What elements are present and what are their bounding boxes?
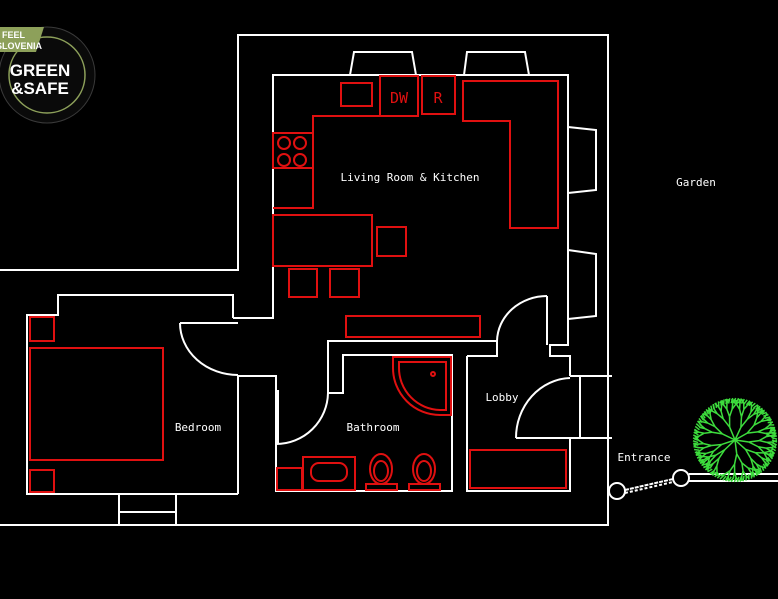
tree-icon <box>692 397 778 483</box>
garden-label: Garden <box>676 176 716 189</box>
burner-icon <box>277 136 291 150</box>
burner-icon <box>293 153 307 167</box>
shower <box>392 356 452 416</box>
bathroom-furniture <box>276 356 452 491</box>
green-safe-logo: FEEL SLOVENIA GREEN &SAFE <box>0 26 96 124</box>
bidet <box>408 453 441 491</box>
logo-text: FEEL <box>2 30 26 40</box>
dining-table <box>272 214 373 267</box>
chair <box>288 268 318 298</box>
lobby-label: Lobby <box>485 391 518 404</box>
dishwasher <box>379 75 419 117</box>
logo-text: SLOVENIA <box>0 41 43 51</box>
logo-text: &SAFE <box>11 79 69 98</box>
drain-icon <box>430 371 436 377</box>
nightstand <box>29 316 55 342</box>
logo-text: GREEN <box>10 61 70 80</box>
living-room-walls <box>233 74 612 494</box>
bedroom-furniture <box>29 316 164 493</box>
living-room-label: Living Room & Kitchen <box>340 171 479 184</box>
bathroom-label: Bathroom <box>347 421 400 434</box>
kitchen-furniture <box>272 75 559 338</box>
bedroom-walls <box>26 294 239 495</box>
burner-icon <box>293 136 307 150</box>
chair <box>329 268 360 298</box>
chair <box>376 226 407 257</box>
outer-walls <box>0 34 609 526</box>
dishwasher-label: DW <box>390 89 409 107</box>
nightstand <box>29 469 55 493</box>
fridge-label: R <box>433 89 443 107</box>
entrance-label: Entrance <box>618 451 671 464</box>
fridge <box>421 75 456 115</box>
windows <box>118 51 597 526</box>
counter <box>462 80 559 229</box>
bedroom-label: Bedroom <box>175 421 222 434</box>
lobby-bench <box>469 449 567 489</box>
bed <box>29 347 164 461</box>
toilet <box>365 453 398 491</box>
burner-icon <box>277 153 291 167</box>
sink <box>340 82 373 107</box>
sofa <box>345 315 481 338</box>
